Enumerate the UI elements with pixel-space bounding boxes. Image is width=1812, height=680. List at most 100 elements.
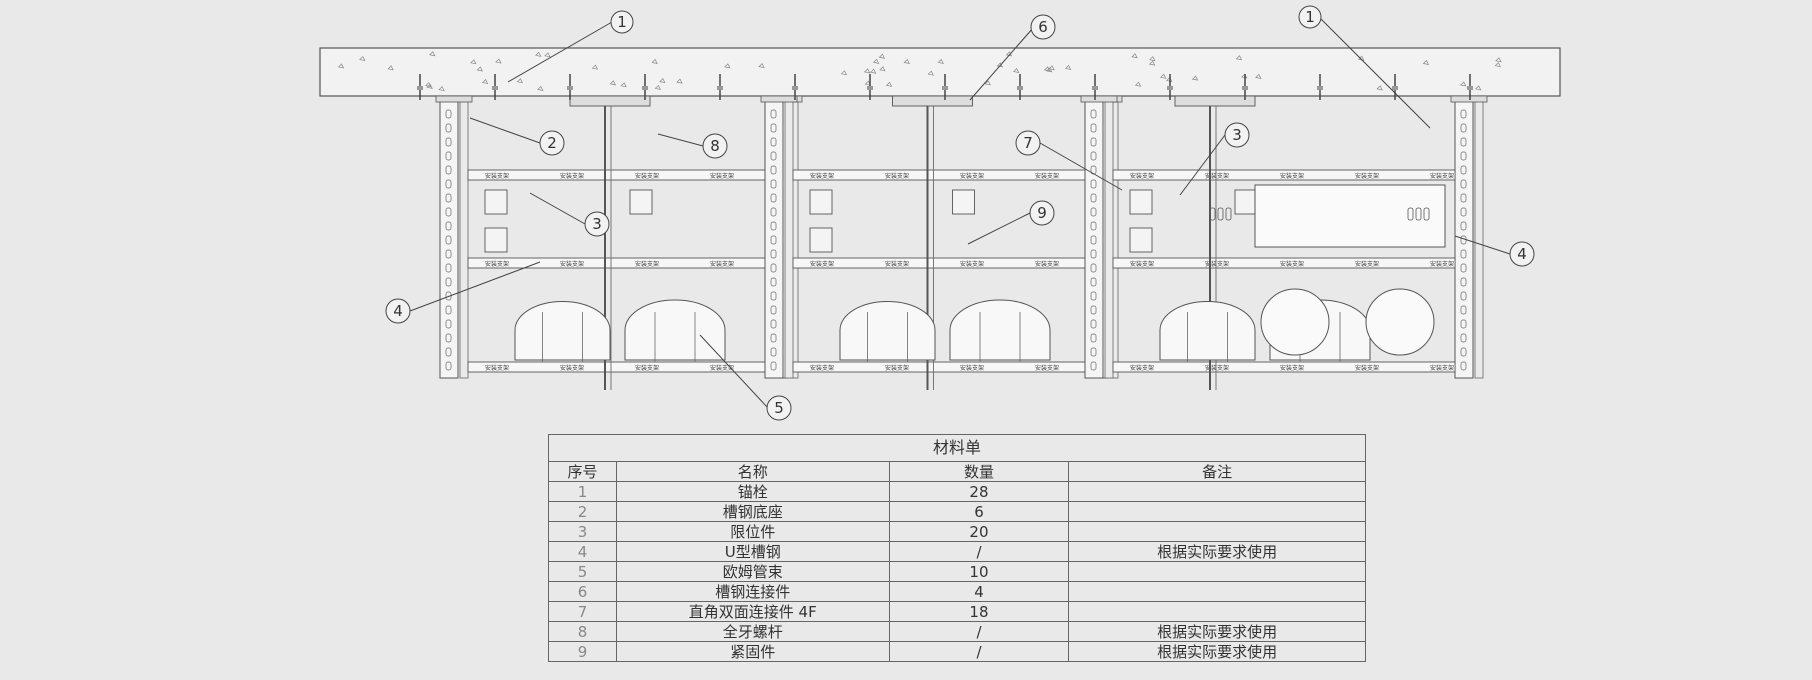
row-name: 全牙螺杆 xyxy=(615,621,890,642)
bom-header-name: 名称 xyxy=(615,461,890,482)
callout-5 xyxy=(766,395,792,421)
channel-label: 安装支架 xyxy=(635,260,659,268)
channel-label: 安装支架 xyxy=(560,172,584,180)
channel-label: 安装支架 xyxy=(1035,260,1059,268)
row-name: 槽钢底座 xyxy=(615,501,890,522)
row-name: U型槽钢 xyxy=(615,541,890,562)
callout-1-right xyxy=(1298,5,1322,29)
row-note xyxy=(1068,561,1366,582)
row-seq: 2 xyxy=(548,501,617,522)
bom-title: 材料单 xyxy=(548,434,1366,462)
row-qty: 10 xyxy=(888,561,1070,582)
channel-label: 安装支架 xyxy=(1355,364,1379,372)
channel-label: 安装支架 xyxy=(710,172,734,180)
channel-label: 安装支架 xyxy=(885,260,909,268)
callout-4-left-label: 4 xyxy=(393,302,403,320)
channel-label: 安装支架 xyxy=(635,364,659,372)
channel-label: 安装支架 xyxy=(960,260,984,268)
row-seq: 4 xyxy=(548,541,617,562)
callout-9-label: 9 xyxy=(1037,204,1047,222)
row-note xyxy=(1068,481,1366,502)
channel-label: 安装支架 xyxy=(485,364,509,372)
channel-label: 安装支架 xyxy=(1355,260,1379,268)
row-seq: 6 xyxy=(548,581,617,602)
row-name: 欧姆管束 xyxy=(615,561,890,582)
callout-1-left xyxy=(610,10,634,34)
row-name: 紧固件 xyxy=(615,641,890,662)
row-name: 直角双面连接件 4F xyxy=(615,601,890,622)
channel-label: 安装支架 xyxy=(1035,364,1059,372)
row-qty: 28 xyxy=(888,481,1070,502)
row-qty: 20 xyxy=(888,521,1070,542)
row-name: 槽钢连接件 xyxy=(615,581,890,602)
callouts: 1 1 2 3 3 4 4 5 6 xyxy=(385,5,1535,421)
callout-1-left-label: 1 xyxy=(617,13,627,31)
callout-4-left xyxy=(385,298,411,324)
callout-8-label: 8 xyxy=(710,137,720,155)
callout-4-right-label: 4 xyxy=(1517,245,1527,263)
channel-label: 安装支架 xyxy=(1280,364,1304,372)
row-note: 根据实际要求使用 xyxy=(1068,621,1366,642)
channel-label: 安装支架 xyxy=(885,364,909,372)
row-qty: 18 xyxy=(888,601,1070,622)
support-bay: 安装支架安装支架安装支架安装支架安装支架安装支架安装支架安装支架安装支架安装支架… xyxy=(760,95,1123,390)
row-qty: / xyxy=(888,641,1070,662)
row-seq: 3 xyxy=(548,521,617,542)
channel-label: 安装支架 xyxy=(485,172,509,180)
channel-label: 安装支架 xyxy=(810,172,834,180)
callout-3-right xyxy=(1224,122,1250,148)
row-qty: 6 xyxy=(888,501,1070,522)
cable-box xyxy=(1209,184,1446,356)
row-note xyxy=(1068,581,1366,602)
callout-3-right-label: 3 xyxy=(1232,126,1242,144)
callout-3-left-label: 3 xyxy=(592,215,602,233)
channel-label: 安装支架 xyxy=(485,260,509,268)
channel-label: 安装支架 xyxy=(1430,364,1454,372)
row-seq: 5 xyxy=(548,561,617,582)
channel-label: 安装支架 xyxy=(1035,172,1059,180)
callout-5-label: 5 xyxy=(774,399,784,417)
support-frames: 安装支架安装支架安装支架安装支架安装支架安装支架安装支架安装支架安装支架安装支架… xyxy=(417,74,1488,390)
channel-label: 安装支架 xyxy=(1430,260,1454,268)
concrete-slab xyxy=(319,47,1561,97)
channel-label: 安装支架 xyxy=(1205,260,1229,268)
channel-label: 安装支架 xyxy=(960,172,984,180)
channel-label: 安装支架 xyxy=(560,260,584,268)
channel-label: 安装支架 xyxy=(1280,172,1304,180)
callout-3-left xyxy=(584,211,610,237)
bom-header-note: 备注 xyxy=(1068,461,1366,482)
row-name: 限位件 xyxy=(615,521,890,542)
channel-label: 安装支架 xyxy=(710,260,734,268)
channel-label: 安装支架 xyxy=(960,364,984,372)
channel-label: 安装支架 xyxy=(560,364,584,372)
row-qty: 4 xyxy=(888,581,1070,602)
row-qty: / xyxy=(888,621,1070,642)
channel-label: 安装支架 xyxy=(635,172,659,180)
row-name: 锚栓 xyxy=(615,481,890,502)
row-note: 根据实际要求使用 xyxy=(1068,641,1366,662)
channel-label: 安装支架 xyxy=(1430,172,1454,180)
channel-label: 安装支架 xyxy=(1205,364,1229,372)
channel-label: 安装支架 xyxy=(810,364,834,372)
callout-6-label: 6 xyxy=(1038,18,1048,36)
bom-header-qty: 数量 xyxy=(888,461,1070,482)
concrete-texture xyxy=(337,51,1502,92)
channel-label: 安装支架 xyxy=(885,172,909,180)
callout-9 xyxy=(1029,200,1055,226)
row-note xyxy=(1068,521,1366,542)
row-seq: 1 xyxy=(548,481,617,502)
support-bay: 安装支架安装支架安装支架安装支架安装支架安装支架安装支架安装支架安装支架安装支架… xyxy=(435,95,803,390)
row-note xyxy=(1068,501,1366,522)
callout-6 xyxy=(1030,14,1056,40)
